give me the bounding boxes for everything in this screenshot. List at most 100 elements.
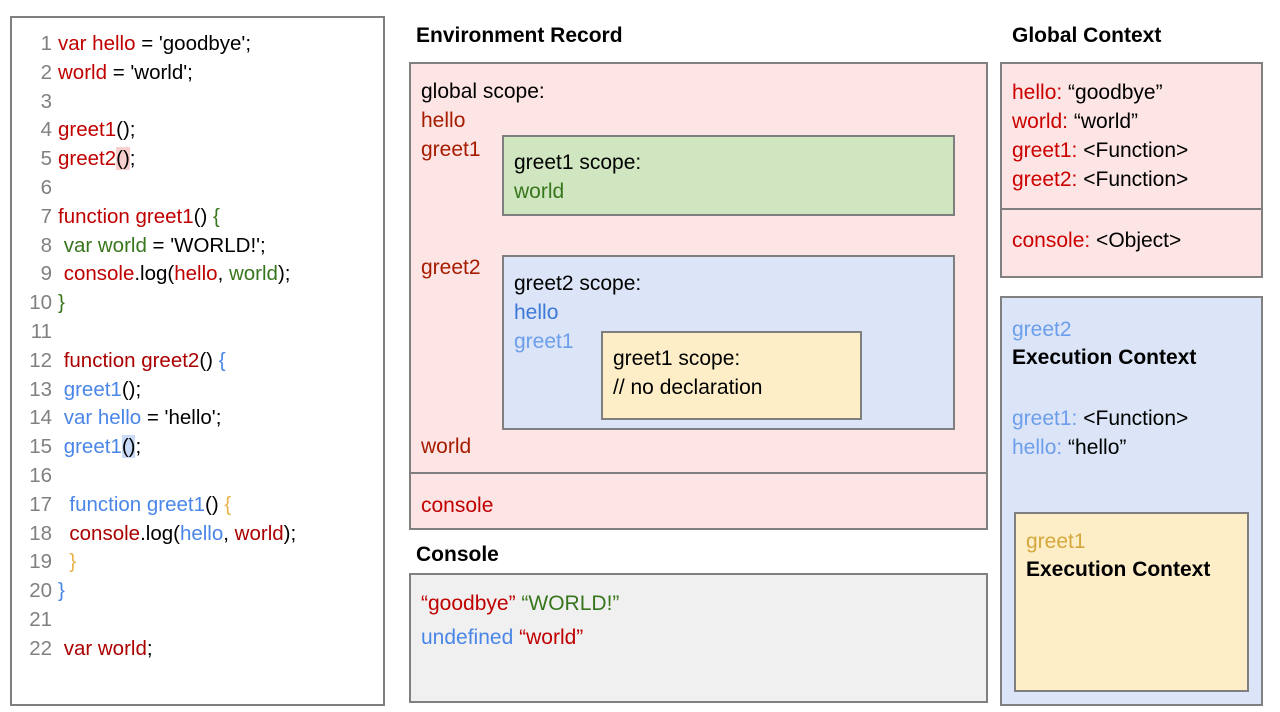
code-line-number: 9 xyxy=(40,262,52,286)
code-line: 6 xyxy=(12,174,383,203)
global-context-title: Global Context xyxy=(1012,24,1162,47)
code-token: = 'world'; xyxy=(107,60,193,84)
code-line-number: 10 xyxy=(29,291,52,315)
code-token: var world xyxy=(58,233,147,257)
code-line-number: 17 xyxy=(29,492,52,516)
code-token: ; xyxy=(135,435,142,459)
code-line: 10} xyxy=(12,289,383,318)
code-line: 16 xyxy=(12,462,383,491)
er-global-object-console: console xyxy=(421,494,494,517)
greet2-ec-entry-hello-value: “hello” xyxy=(1062,436,1127,459)
global-entry-hello-value: “goodbye” xyxy=(1062,81,1163,104)
global-entry-greet1-value: <Function> xyxy=(1077,139,1189,162)
code-token: = 'WORLD!'; xyxy=(146,233,266,257)
greet2-scope-binding-greet1: greet1 xyxy=(514,330,574,353)
console-output-line-1: “goodbye” “WORLD!” xyxy=(421,589,619,618)
code-token: { xyxy=(218,348,226,372)
code-line-number: 19 xyxy=(29,550,52,574)
code-line-number: 11 xyxy=(30,319,52,343)
code-token: console xyxy=(58,262,135,286)
global-entry-world: world: “world” xyxy=(1012,107,1138,136)
code-token: { xyxy=(224,492,232,516)
code-token: () xyxy=(193,204,213,228)
global-entry-greet2-key: greet2: xyxy=(1012,168,1078,191)
greet1-scope-title: greet1 scope: xyxy=(514,151,642,174)
greet1-scope-box xyxy=(502,135,955,216)
greet1-inner-scope-box xyxy=(601,331,862,420)
global-entry-greet1: greet1: <Function> xyxy=(1012,136,1188,165)
code-token: var hello xyxy=(58,406,142,430)
er-binding-greet1: greet1 xyxy=(421,138,481,161)
greet2-scope-binding-hello: hello xyxy=(514,301,559,324)
global-entry-console-key: console: xyxy=(1012,229,1091,252)
code-line-number: 5 xyxy=(40,147,52,171)
code-token: (); xyxy=(121,377,142,401)
code-line: 11 xyxy=(12,318,383,347)
code-token: .log( xyxy=(140,521,180,545)
code-line-number: 3 xyxy=(40,89,52,113)
greet1-scope-binding-world: world xyxy=(514,180,565,203)
greet2-execution-context-heading: Execution Context xyxy=(1012,346,1197,369)
code-token: world xyxy=(58,60,107,84)
greet1-inner-scope-title: greet1 scope: xyxy=(613,347,741,370)
global-entry-console-value: <Object> xyxy=(1090,229,1182,252)
greet1-execution-context-name: greet1 xyxy=(1026,530,1086,553)
code-line-number: 14 xyxy=(29,406,52,430)
code-line: 12 function greet2() { xyxy=(12,347,383,376)
code-line-number: 22 xyxy=(29,636,52,660)
greet2-ec-entry-hello: hello: “hello” xyxy=(1012,433,1126,462)
code-token: , xyxy=(217,262,229,286)
code-token: greet2 xyxy=(58,147,117,171)
global-entry-world-key: world: xyxy=(1012,110,1069,133)
code-line-number: 12 xyxy=(29,348,52,372)
code-line-number: 15 xyxy=(29,435,52,459)
code-line-number: 7 xyxy=(40,204,52,228)
code-token: ); xyxy=(283,521,297,545)
code-token: = 'hello'; xyxy=(141,406,222,430)
code-line-number: 20 xyxy=(29,579,52,603)
console-out-world-upper: “WORLD!” xyxy=(521,592,620,615)
greet1-execution-context-heading: Execution Context xyxy=(1026,558,1211,581)
console-out-undefined: undefined xyxy=(421,626,514,649)
code-line: 13 greet1(); xyxy=(12,376,383,405)
console-output-line-2: undefined “world” xyxy=(421,623,583,652)
code-token: .log( xyxy=(134,262,175,286)
console-out-world: “world” xyxy=(519,626,584,649)
global-entry-world-value: “world” xyxy=(1068,110,1139,133)
code-line-number: 18 xyxy=(29,521,52,545)
global-context-panel xyxy=(1000,62,1263,278)
code-token: world xyxy=(234,521,284,545)
code-line: 3 xyxy=(12,88,383,117)
er-binding-hello: hello xyxy=(421,109,466,132)
code-token: world xyxy=(228,262,278,286)
code-token: ; xyxy=(129,147,136,171)
code-token: () xyxy=(199,348,219,372)
code-line-number: 21 xyxy=(29,607,52,631)
environment-record-divider xyxy=(409,472,988,474)
code-line: 1 var hello = 'goodbye'; xyxy=(12,30,383,59)
code-token: function greet1 xyxy=(58,492,206,516)
code-token: } xyxy=(58,291,65,315)
global-entry-greet1-key: greet1: xyxy=(1012,139,1078,162)
global-context-divider xyxy=(1000,208,1263,210)
code-line-number: 1 xyxy=(40,32,52,55)
greet1-execution-context-panel xyxy=(1014,512,1249,692)
code-token: hello xyxy=(179,521,224,545)
code-line: 14 var hello = 'hello'; xyxy=(12,404,383,433)
global-entry-hello-key: hello: xyxy=(1012,81,1063,104)
code-token: ); xyxy=(277,262,291,286)
code-line-number: 2 xyxy=(40,60,52,84)
global-scope-label: global scope: xyxy=(421,80,545,103)
code-token: = 'goodbye'; xyxy=(135,32,252,55)
code-token: greet1 xyxy=(58,435,122,459)
code-line-number: 13 xyxy=(29,377,52,401)
code-token: (); xyxy=(116,118,136,142)
code-token: var hello xyxy=(58,32,136,55)
code-line: 20} xyxy=(12,577,383,606)
code-token: } xyxy=(58,579,65,603)
code-token: function greet1 xyxy=(58,204,194,228)
